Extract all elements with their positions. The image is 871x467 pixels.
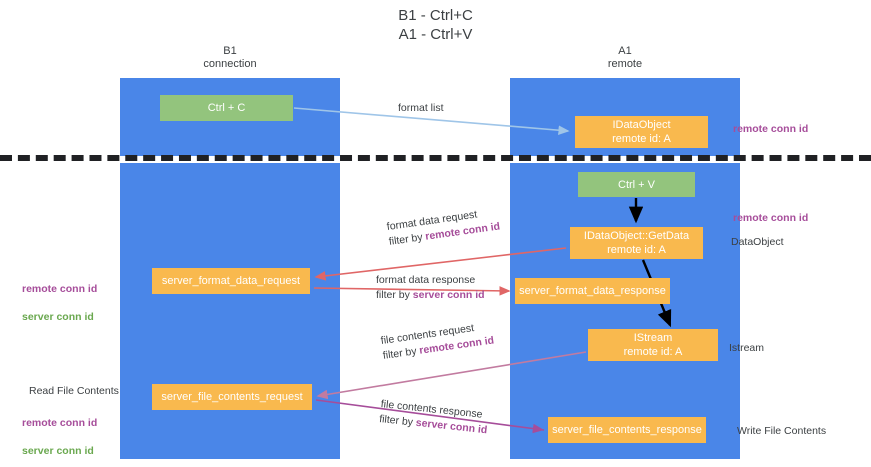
phase-divider xyxy=(0,155,871,161)
column-header-b1: B1 connection xyxy=(203,45,257,70)
node-server-file-contents-response[interactable]: server_file_contents_response xyxy=(548,417,706,443)
edge-label-format-list: format list xyxy=(398,102,444,114)
swimlane-a1-bottom xyxy=(510,163,740,459)
annotation-remote-conn-id-top: remote conn id xyxy=(733,123,809,135)
annotation-dataobject: DataObject xyxy=(731,236,784,248)
node-server-format-data-request[interactable]: server_format_data_request xyxy=(152,268,310,294)
edge-label-format-data-response: format data response filter by server co… xyxy=(376,273,485,303)
annotation-istream: Istream xyxy=(729,342,765,354)
node-istream[interactable]: IStream remote id: A xyxy=(588,329,718,361)
annotation-remote-conn-id-2: remote conn id xyxy=(22,417,98,429)
edge-label-prefix: filter by xyxy=(382,344,421,362)
annotation-server-conn-id: server conn id xyxy=(22,311,94,323)
annotation-server-conn-id-2: server conn id xyxy=(22,445,94,457)
node-idataobject-getdata[interactable]: IDataObject::GetData remote id: A xyxy=(570,227,703,259)
node-ctrl-v[interactable]: Ctrl + V xyxy=(578,172,695,197)
annotation-conn-ids-top: remote conn id server conn id xyxy=(22,268,97,338)
annotation-conn-ids-bottom: remote conn id server conn id xyxy=(22,402,97,467)
page-title: B1 - Ctrl+C A1 - Ctrl+V xyxy=(398,7,473,43)
node-idataobject[interactable]: IDataObject remote id: A xyxy=(575,116,708,148)
edge-label-prefix: filter by xyxy=(378,412,417,429)
edge-label-accent: server conn id xyxy=(412,289,485,301)
annotation-remote-conn-id: remote conn id xyxy=(22,283,98,295)
swimlane-b1-bottom xyxy=(120,163,340,459)
edge-label-format-data-request: format data request filter by remote con… xyxy=(386,205,501,250)
node-ctrl-c[interactable]: Ctrl + C xyxy=(160,95,293,121)
edge-label-line1: format data response xyxy=(376,274,476,286)
annotation-read-file-contents: Read File Contents xyxy=(29,385,119,397)
edge-label-prefix: filter by xyxy=(388,230,427,248)
annotation-remote-conn-id-mid: remote conn id xyxy=(733,212,809,224)
edge-label-line2: filter by server conn id xyxy=(376,288,485,303)
edge-label-prefix: filter by xyxy=(376,289,413,301)
edge-label-file-contents-request: file contents request filter by remote c… xyxy=(380,319,495,364)
node-server-format-data-response[interactable]: server_format_data_response xyxy=(515,278,670,304)
annotation-write-file-contents: Write File Contents xyxy=(737,425,827,437)
node-server-file-contents-request[interactable]: server_file_contents_request xyxy=(152,384,312,410)
edge-label-file-contents-response: file contents response filter by server … xyxy=(378,397,489,438)
column-header-a1: A1 remote xyxy=(607,45,643,70)
